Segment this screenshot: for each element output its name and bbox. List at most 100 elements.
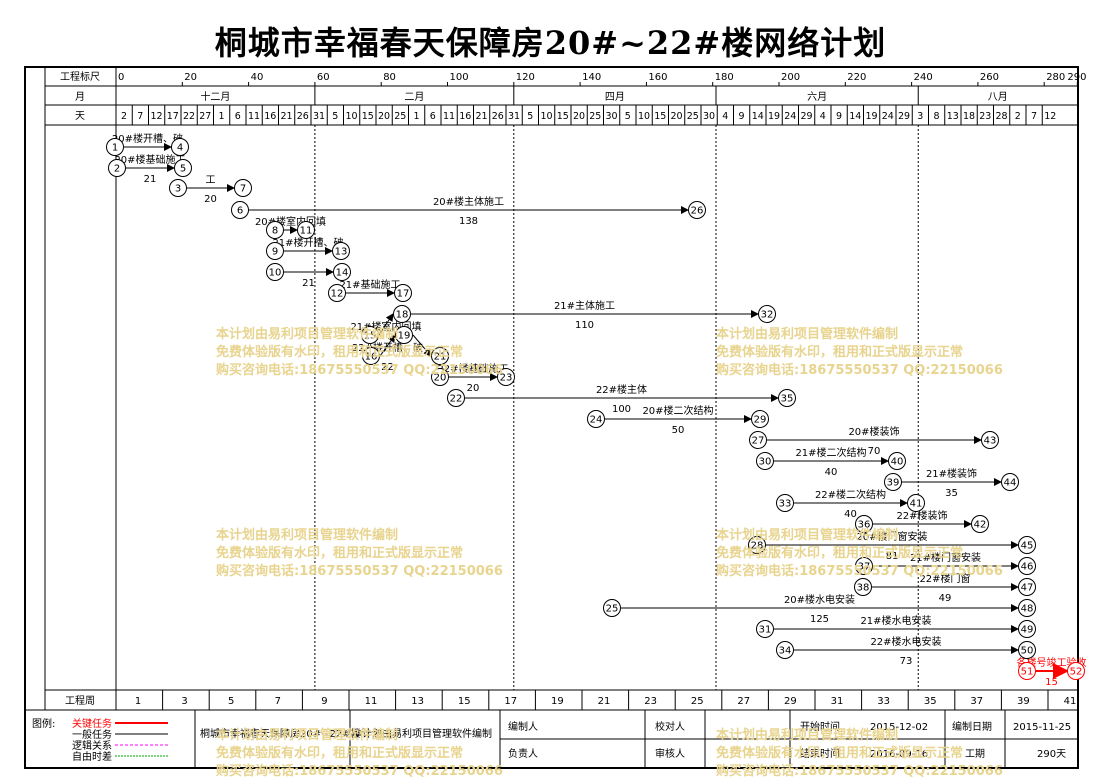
task-duration: 21 xyxy=(144,174,157,185)
scale-tick-label: 290 xyxy=(1067,72,1086,83)
day-label: 19 xyxy=(768,111,780,122)
node-number: 11 xyxy=(300,226,313,237)
network-node xyxy=(297,221,315,239)
legend-label: 逻辑关系 xyxy=(72,739,112,752)
network-node xyxy=(776,641,794,659)
footer-date-label: 编制日期 xyxy=(952,720,992,733)
node-number: 1 xyxy=(112,143,118,154)
task-duration: 125 xyxy=(810,614,829,625)
day-label: 21 xyxy=(475,111,487,122)
day-label: 26 xyxy=(492,111,504,122)
node-number: 23 xyxy=(500,373,513,384)
node-number: 21 xyxy=(434,352,447,363)
node-number: 16 xyxy=(365,352,378,363)
task-arrow xyxy=(379,334,396,357)
scale-tick-label: 220 xyxy=(847,72,866,83)
day-label: 15 xyxy=(362,111,374,122)
task-duration: 21 xyxy=(302,278,315,289)
node-number: 26 xyxy=(691,206,704,217)
node-number: 47 xyxy=(1021,583,1034,594)
network-node xyxy=(778,389,796,407)
network-node xyxy=(332,242,350,260)
day-label: 16 xyxy=(459,111,471,122)
week-label: 21 xyxy=(598,696,611,707)
network-node xyxy=(1018,662,1036,680)
network-node xyxy=(1018,641,1036,659)
node-number: 29 xyxy=(754,415,767,426)
task-duration: 20 xyxy=(467,383,480,394)
network-node xyxy=(106,138,124,156)
week-label: 19 xyxy=(551,696,564,707)
week-label: 17 xyxy=(504,696,517,707)
network-node xyxy=(333,263,351,281)
network-node xyxy=(587,410,605,428)
network-node xyxy=(361,326,379,344)
network-node xyxy=(266,263,284,281)
node-number: 12 xyxy=(331,289,344,300)
network-node xyxy=(1018,557,1036,575)
network-node xyxy=(748,536,766,554)
task-label: 工 xyxy=(206,175,216,186)
network-node xyxy=(395,326,413,344)
day-label: 31 xyxy=(313,111,325,122)
week-label: 33 xyxy=(877,696,890,707)
week-label: 23 xyxy=(644,696,657,707)
day-label: 3 xyxy=(917,111,923,122)
task-duration: 50 xyxy=(672,425,685,436)
day-label: 4 xyxy=(722,111,728,122)
legend-label: 一般任务 xyxy=(72,728,112,741)
footer-software: 本计划由易利项目管理软件编制 xyxy=(352,727,492,740)
network-node xyxy=(1001,473,1019,491)
network-node xyxy=(756,620,774,638)
legend-title: 图例: xyxy=(32,717,55,730)
day-label: 20 xyxy=(573,111,585,122)
node-number: 49 xyxy=(1021,625,1034,636)
scale-tick-label: 80 xyxy=(383,72,396,83)
day-label: 6 xyxy=(235,111,241,122)
day-label: 5 xyxy=(332,111,338,122)
day-label: 25 xyxy=(687,111,699,122)
week-label: 31 xyxy=(831,696,844,707)
task-arrow xyxy=(378,313,394,336)
month-label: 四月 xyxy=(605,91,625,103)
node-number: 33 xyxy=(779,499,792,510)
day-label: 11 xyxy=(443,111,455,122)
day-label: 2 xyxy=(1015,111,1021,122)
network-node xyxy=(907,494,925,512)
scale-tick-label: 280 xyxy=(1046,72,1065,83)
week-label: 15 xyxy=(458,696,471,707)
network-node xyxy=(888,452,906,470)
day-label: 12 xyxy=(1044,111,1056,122)
day-label: 5 xyxy=(625,111,631,122)
node-number: 22 xyxy=(450,394,463,405)
task-duration: 22 xyxy=(381,362,394,373)
week-label: 9 xyxy=(321,696,327,707)
scale-tick-label: 40 xyxy=(251,72,264,83)
day-label: 15 xyxy=(654,111,666,122)
network-node xyxy=(431,368,449,386)
network-node xyxy=(1067,662,1085,680)
network-node xyxy=(1018,599,1036,617)
network-node xyxy=(971,515,989,533)
day-label: 10 xyxy=(345,111,357,122)
task-duration: 73 xyxy=(900,656,913,667)
day-label: 30 xyxy=(703,111,715,122)
footer-start-label: 开始时间 xyxy=(800,720,840,733)
day-label: 4 xyxy=(820,111,826,122)
node-number: 20 xyxy=(434,373,447,384)
node-number: 39 xyxy=(887,478,900,489)
task-duration: 20 xyxy=(204,194,217,205)
month-label: 六月 xyxy=(807,91,827,103)
network-node xyxy=(751,410,769,428)
node-number: 48 xyxy=(1021,604,1034,615)
week-label: 39 xyxy=(1017,696,1030,707)
node-number: 5 xyxy=(180,164,186,175)
task-duration: 40 xyxy=(844,509,857,520)
node-number: 15 xyxy=(364,331,377,342)
task-label: 22#楼装饰 xyxy=(896,509,947,522)
task-label: 22#楼门窗 xyxy=(919,572,970,585)
day-label: 14 xyxy=(752,111,764,122)
day-label: 10 xyxy=(540,111,552,122)
network-node xyxy=(431,347,449,365)
task-label: 21#主体施工 xyxy=(554,299,615,312)
